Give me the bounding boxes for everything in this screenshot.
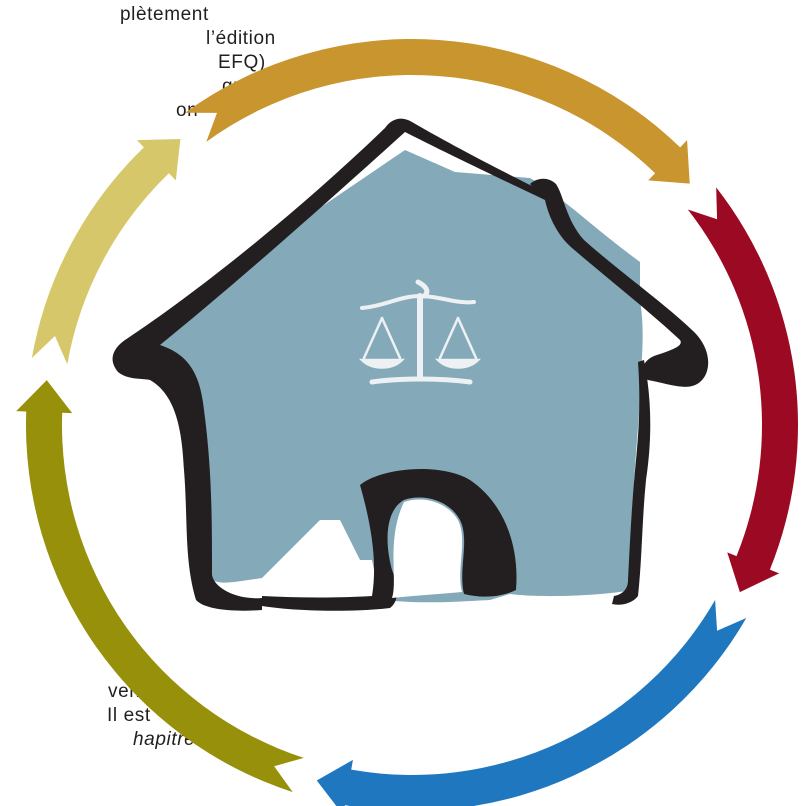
- scales-of-justice-icon: [358, 279, 482, 385]
- house-fill: [140, 150, 643, 603]
- cycle-arrow-olive: [16, 380, 304, 793]
- paragraph-top-line-3: EFQ): [218, 52, 266, 73]
- cycle-arrow-blue: [316, 600, 747, 806]
- house-door-outline: [262, 469, 517, 611]
- cycle-arrow-red: [687, 187, 798, 593]
- house-door-inner: [392, 499, 463, 598]
- cycle-arrow-yellow: [31, 139, 181, 365]
- paragraph-top-line-5: on: [176, 100, 199, 121]
- paragraph-top-line-1: plètement: [120, 4, 209, 25]
- house-illustration: [112, 118, 709, 611]
- paragraph-bottom-line-4: Il est: [107, 705, 151, 726]
- cycle-arrow-orange: [185, 39, 690, 184]
- cycle-arrows: [16, 39, 798, 806]
- paragraph-top-line-2: l’édition: [206, 28, 276, 49]
- house-right-wall-outline: [612, 360, 651, 605]
- house-chimney-outline: [530, 178, 709, 387]
